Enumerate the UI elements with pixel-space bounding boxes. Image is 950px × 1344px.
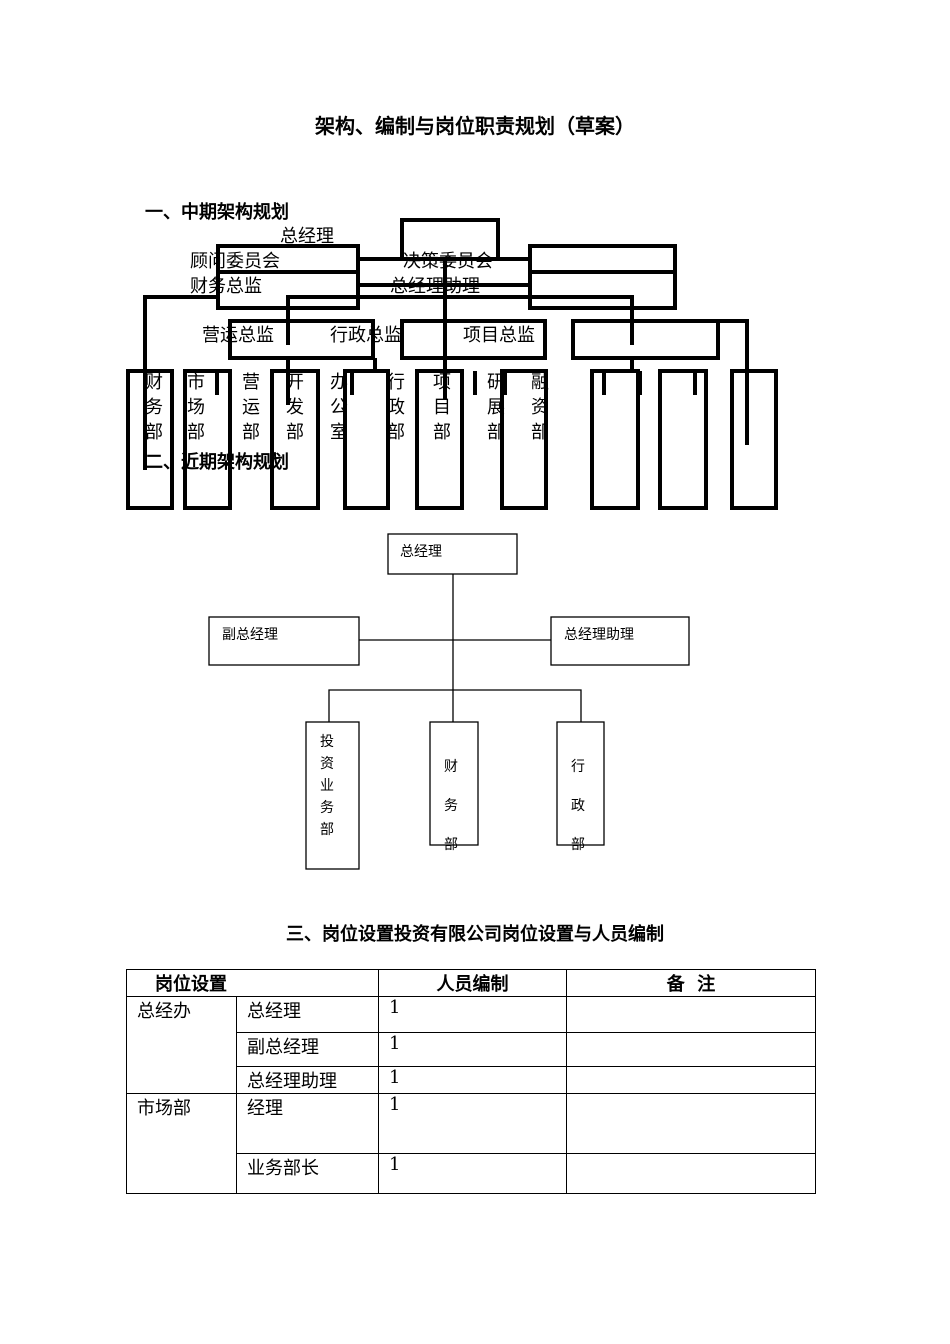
post-cell: 总经理助理: [236, 1066, 379, 1094]
dept-research: 研展部: [487, 372, 505, 443]
document-title: 架构、编制与岗位职责规划（草案）: [315, 114, 635, 138]
table-row: 总经理助理 1: [127, 1066, 816, 1094]
count-cell: 1: [378, 1093, 567, 1154]
dept-marketing: 市场部: [187, 372, 205, 443]
staffing-table: 岗位设置 人员编制 备 注 总经办 总经理 1 副总经理 1 总经理助理 1 市…: [126, 969, 816, 1194]
table-row: 副总经理 1: [127, 1032, 816, 1067]
count-cell: 1: [378, 1153, 567, 1194]
count-cell: 1: [378, 1066, 567, 1094]
note-cell: [566, 1032, 816, 1067]
note-cell: [566, 1153, 816, 1194]
dept-investment: 投资业务部: [320, 734, 334, 838]
node-general-manager-2: 总经理: [400, 544, 442, 560]
dept-financing: 融资部: [531, 372, 549, 443]
post-cell: 副总经理: [236, 1032, 379, 1067]
node-operations-director: 营运总监: [202, 325, 274, 346]
node-gm-assistant-2: 总经理助理: [564, 627, 634, 643]
dept-project: 项目部: [433, 372, 451, 443]
table-header-row: 岗位设置 人员编制 备 注: [126, 969, 816, 997]
dept-finance: 财务部: [145, 372, 163, 443]
node-advisory-committee: 顾问委员会: [190, 251, 280, 272]
dept-office: 办公室: [330, 372, 348, 443]
note-cell: [566, 996, 816, 1033]
node-general-manager: 总经理: [280, 226, 334, 247]
node-cfo: 财务总监: [190, 276, 262, 297]
dept-finance-2: 财务部: [444, 759, 458, 853]
node-project-director: 项目总监: [463, 325, 535, 346]
section3-heading: 三、岗位设置投资有限公司岗位设置与人员编制: [286, 924, 664, 945]
dept-development: 开发部: [286, 372, 304, 443]
header-notes: 备 注: [566, 969, 816, 997]
post-cell: 业务部长: [236, 1153, 379, 1194]
node-deputy-gm: 副总经理: [222, 627, 278, 643]
node-decision-committee: 决策委员会: [403, 251, 493, 272]
dept-admin: 行政部: [387, 372, 405, 443]
count-cell: 1: [378, 1032, 567, 1067]
table-row: 业务部长 1: [127, 1153, 816, 1194]
dept-operations: 营运部: [242, 372, 260, 443]
post-cell: 经理: [236, 1093, 379, 1154]
section1-heading: 一、中期架构规划: [145, 202, 289, 223]
header-position: 岗位设置: [126, 969, 379, 997]
post-cell: 总经理: [236, 996, 379, 1033]
node-gm-assistant: 总经理助理: [390, 276, 480, 297]
note-cell: [566, 1093, 816, 1154]
group-cell: 总经办: [126, 996, 237, 1094]
node-admin-director: 行政总监: [330, 325, 402, 346]
header-headcount: 人员编制: [378, 969, 567, 997]
count-cell: 1: [378, 996, 567, 1033]
dept-admin-2: 行政部: [571, 759, 585, 853]
table-row: 市场部 经理 1: [126, 1093, 816, 1194]
note-cell: [566, 1066, 816, 1094]
section2-heading: 二、近期架构规划: [145, 452, 289, 473]
group-cell: 市场部: [126, 1093, 237, 1194]
table-row: 总经办 总经理 1: [126, 996, 816, 1094]
